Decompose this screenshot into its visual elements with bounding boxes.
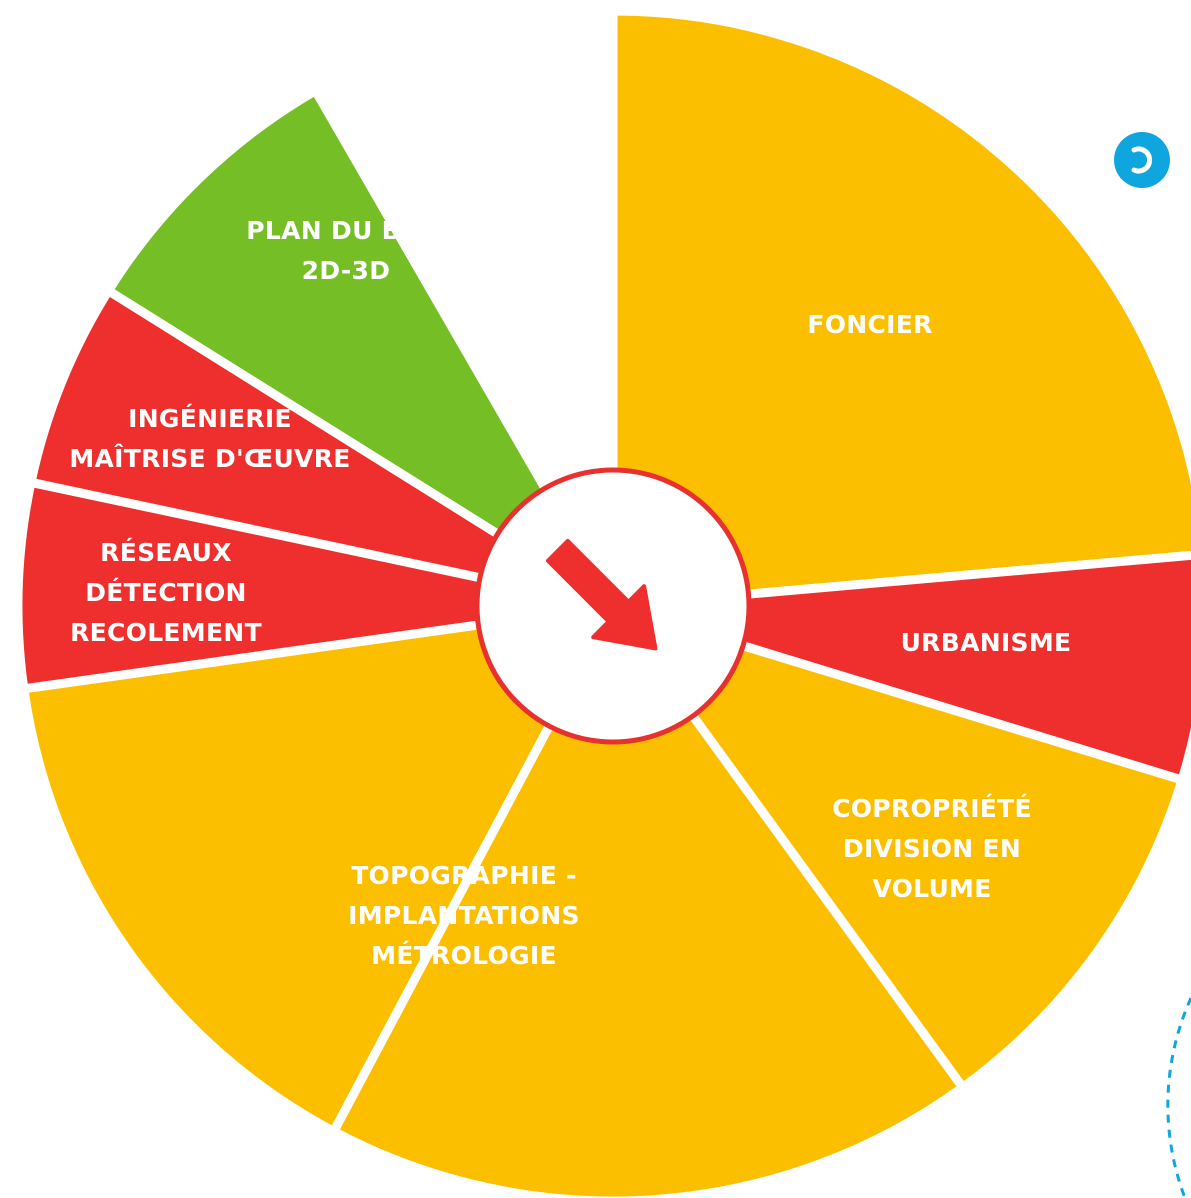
segment-label-line: PLAN DU BÂTI	[246, 216, 445, 245]
segment-label-line: TOPOGRAPHIE -	[351, 861, 577, 890]
segment-label-line: MAÎTRISE D'ŒUVRE	[69, 444, 350, 473]
segment-maquette-bim[interactable]	[103, 86, 618, 611]
segment-reseaux[interactable]	[19, 601, 618, 1136]
segment-label-foncier[interactable]: FONCIER	[807, 310, 932, 339]
segment-label-line: COPROPRIÉTÉ	[832, 794, 1032, 823]
segment-label-line: RECOLEMENT	[70, 618, 262, 647]
segment-copropriete[interactable]	[608, 601, 1187, 1092]
wheel-labels: FONCIER URBANISME COPROPRIÉTÉ DIVISION EN VO…	[69, 52, 1071, 970]
segment-topographie[interactable]	[329, 601, 968, 1198]
segment-label-line: MAQUETTE	[446, 52, 603, 81]
circular-arrow-icon[interactable]	[1114, 132, 1170, 188]
segment-label-line: 2D-3D	[302, 256, 391, 285]
circular-arrow-icon-bg	[1114, 132, 1170, 188]
segment-plan-du-bati[interactable]	[26, 286, 618, 611]
segment-label-line: DÉTECTION	[85, 578, 247, 607]
wheel-segments	[13, 6, 1191, 1198]
segment-label-plan-du-bati[interactable]: PLAN DU BÂTI 2D-3D	[246, 216, 445, 285]
segment-label-line: URBANISME	[901, 628, 1072, 657]
segment-label-line: FONCIER	[807, 310, 932, 339]
segment-label-maquette-bim[interactable]: MAQUETTE BIM	[446, 52, 603, 121]
segment-label-line: INGÉNIERIE	[128, 404, 292, 433]
center-hub-button[interactable]	[474, 467, 752, 745]
segment-label-line: MÉTROLOGIE	[371, 941, 557, 970]
segment-label-ingenierie[interactable]: INGÉNIERIE MAÎTRISE D'ŒUVRE	[69, 404, 350, 473]
segment-ingenierie[interactable]	[13, 477, 618, 694]
segment-foncier[interactable]	[608, 6, 1191, 611]
segment-label-copropriete[interactable]: COPROPRIÉTÉ DIVISION EN VOLUME	[832, 794, 1032, 903]
segment-urbanisme[interactable]	[608, 550, 1191, 785]
segment-label-line: IMPLANTATIONS	[348, 901, 580, 930]
dashed-ring-decoration	[1166, 997, 1191, 1198]
segment-label-reseaux[interactable]: RÉSEAUX DÉTECTION RECOLEMENT	[70, 538, 262, 647]
arrow-down-right-icon	[545, 538, 658, 651]
segment-label-urbanisme[interactable]: URBANISME	[901, 628, 1072, 657]
segment-label-line: VOLUME	[872, 874, 991, 903]
segment-label-topographie[interactable]: TOPOGRAPHIE - IMPLANTATIONS MÉTROLOGIE	[348, 861, 580, 970]
segment-label-line: BIM	[498, 92, 552, 121]
circular-arrow-icon-arc	[1131, 146, 1153, 174]
segment-label-line: DIVISION EN	[843, 834, 1021, 863]
segment-label-line: RÉSEAUX	[100, 538, 232, 567]
